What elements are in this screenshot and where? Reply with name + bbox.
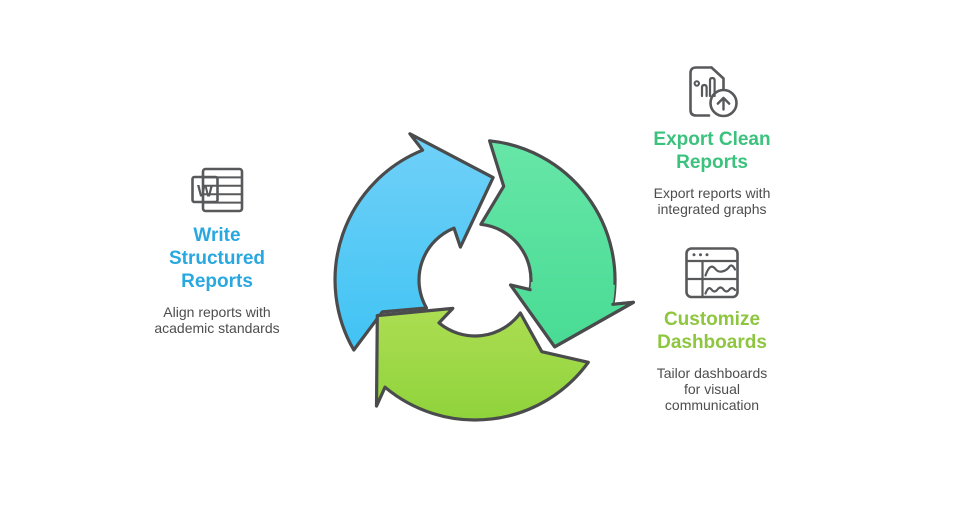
word-letter: W: [197, 182, 214, 201]
cycle-arrow-lime: [374, 306, 590, 422]
export-report-icon: [683, 64, 741, 120]
cycle-arrow-blue: [333, 132, 495, 352]
item-description: Align reports with academic standards: [154, 304, 280, 336]
item-customize-dashboards: Customize Dashboards Tailor dashboards f…: [627, 246, 797, 413]
item-description: Tailor dashboards for visual communicati…: [656, 365, 768, 413]
cycle-arrow-green-head: [510, 282, 634, 347]
cycle-arrows-graphic: [333, 132, 635, 422]
item-description: Export reports with integrated graphs: [653, 185, 771, 217]
word-document-icon: W: [189, 166, 245, 216]
item-title: Customize Dashboards: [657, 309, 767, 353]
item-title: Export Clean Reports: [653, 129, 771, 173]
dashboard-icon: [684, 246, 740, 300]
item-title: Write Structured Reports: [168, 225, 266, 292]
item-write-structured-reports: W Write Structured Reports Align reports…: [132, 166, 302, 336]
item-export-clean-reports: Export Clean Reports Export reports with…: [627, 64, 797, 217]
cycle-arrow-green-head-outline: [509, 283, 635, 349]
